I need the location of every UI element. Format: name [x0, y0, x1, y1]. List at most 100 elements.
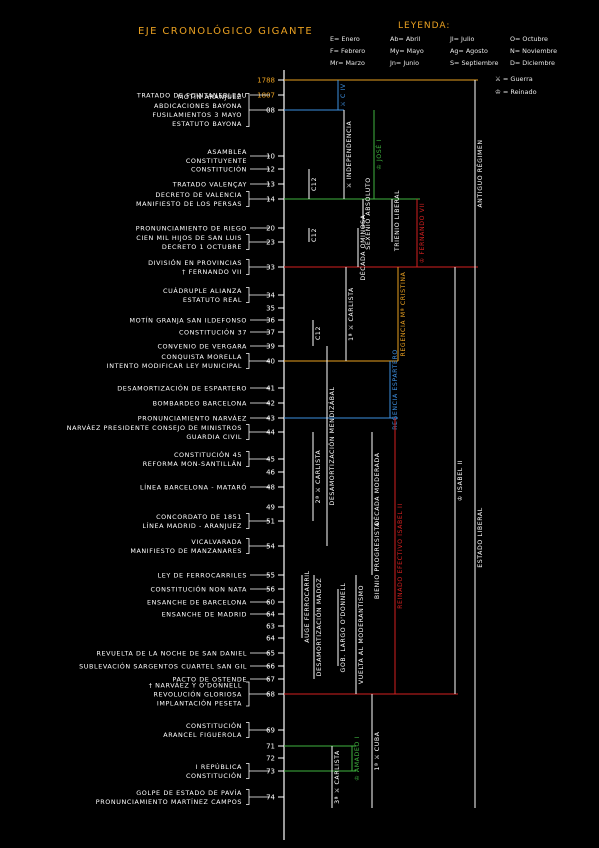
year-label: 23 [266, 238, 275, 246]
period-label: C12 [311, 228, 318, 242]
event-label: PRONUNCIAMIENTO NARVÁEZ [138, 413, 247, 422]
year-label: 67 [266, 675, 275, 683]
event-label: CONQUISTA MORELLA [161, 353, 242, 361]
period-label: DESAMORTIZACIÓN MENDIZÁBAL [327, 386, 336, 505]
year-label: 39 [266, 342, 275, 350]
event-label: BOMBARDEO BARCELONA [153, 399, 247, 407]
year-label: 41 [266, 384, 275, 392]
event-label: PACTO DE OSTENDE [173, 675, 248, 683]
event-label: LÍNEA MADRID - ARANJUEZ [142, 521, 242, 530]
event-label: TRATADO VALENÇAY [172, 180, 247, 188]
period-label: GOB. LARGO O'DONNELL [340, 583, 347, 673]
period-label: TRIENIO LIBERAL [394, 190, 401, 252]
event-label: DESAMORTIZACIÓN DE ESPARTERO [117, 383, 247, 392]
year-label: 68 [266, 690, 275, 698]
year-label: 1788 [257, 76, 275, 84]
event-label: CONSTITUCIÓN [186, 721, 242, 730]
period-label: ESTADO LIBERAL [477, 507, 484, 568]
event-label: CUÁDRUPLE ALIANZA [163, 286, 242, 295]
event-label: CONSTITUCIÓN 37 [179, 327, 247, 336]
period-label: REGENCIA ESPARTERO [392, 349, 399, 430]
event-bracket [246, 513, 250, 529]
period-label: ♔ AMADEO I [354, 736, 361, 781]
event-label: MANIFIESTO DE MANZANARES [130, 547, 242, 555]
legend-month: Jl= Julio [450, 35, 475, 43]
event-label: IMPLANTACIÓN PESETA [157, 698, 242, 707]
event-label: MOTÍN ARANJUEZ [178, 92, 242, 101]
legend-month: N= Noviembre [510, 47, 558, 55]
legend-month: Ag= Agosto [450, 47, 488, 55]
event-label: SUBLEVACIÓN SARGENTOS CUARTEL SAN GIL [79, 661, 247, 670]
event-label: ARANCEL FIGUEROLA [163, 731, 242, 739]
year-label: 33 [266, 263, 275, 271]
event-label: ENSANCHE DE MADRID [162, 610, 247, 618]
event-label: CONCORDATO DE 1851 [156, 513, 242, 521]
event-label: CONSTITUYENTE [186, 157, 247, 165]
event-label: FUSILAMIENTOS 3 MAYO [152, 111, 242, 119]
event-label: PRONUNCIAMIENTO MARTÍNEZ CAMPOS [96, 797, 242, 806]
year-label: 69 [266, 726, 275, 734]
year-label: 60 [266, 598, 275, 606]
period-label: DÉCADA OMINOSA [358, 214, 367, 280]
event-label: CONSTITUCIÓN [191, 164, 247, 173]
year-label: 34 [266, 291, 275, 299]
year-label: 20 [266, 224, 275, 232]
period-label: ⚔ C IV [340, 83, 347, 107]
year-label: 56 [266, 585, 275, 593]
legend-month: O= Octubre [510, 35, 548, 43]
year-label: 66 [266, 662, 275, 670]
year-label: 51 [266, 517, 275, 525]
period-label: ⚔ INDEPENDENCIA [346, 121, 353, 189]
year-label: 71 [266, 742, 275, 750]
legend-title: Leyenda: [398, 21, 451, 31]
period-label: AUGE FERROCARRIL [304, 570, 311, 642]
period-label: BIENIO PROGRESISTA [374, 522, 381, 599]
period-label: REGENCIA Mª CRISTINA [400, 271, 407, 356]
event-label: I REPÚBLICA [196, 762, 242, 771]
period-label: VUELTA AL MODERANTISMO [358, 585, 365, 684]
year-label: 63 [266, 622, 275, 630]
event-bracket [246, 353, 250, 369]
event-label: INTENTO MODIFICAR LEY MUNICIPAL [107, 362, 242, 370]
event-label: LÍNEA BARCELONA - MATARÓ [140, 482, 247, 491]
event-label: CONSTITUCIÓN NON NATA [150, 584, 247, 593]
event-label: REVUELTA DE LA NOCHE DE SAN DANIEL [97, 649, 248, 657]
year-label: 45 [266, 455, 275, 463]
year-label: 08 [266, 106, 275, 114]
year-label: 13 [266, 180, 275, 188]
event-bracket [246, 538, 250, 554]
event-label: † FERNANDO VII [182, 268, 242, 276]
year-label: 40 [266, 357, 275, 365]
year-label: 37 [266, 328, 275, 336]
event-bracket [246, 722, 250, 738]
event-label: CONSTITUCIÓN [186, 771, 242, 780]
event-bracket [246, 424, 250, 440]
year-label: 42 [266, 399, 275, 407]
period-label: C12 [315, 326, 322, 340]
event-label: ABDICACIONES BAYONA [154, 102, 242, 110]
period-label: C12 [311, 177, 318, 191]
legend-month: F= Febrero [330, 47, 366, 55]
event-bracket [246, 287, 250, 303]
year-label: 64 [266, 610, 275, 618]
event-label: † NARVÁEZ Y O'DONNELL [149, 680, 242, 689]
year-label: 46 [266, 468, 275, 476]
event-label: CONVENIO DE VERGARA [157, 342, 247, 350]
year-label: 14 [266, 195, 275, 203]
legend-month: My= Mayo [390, 47, 424, 55]
period-label: ♔ ISABEL II [457, 460, 464, 501]
event-label: LEY DE FERROCARRILES [158, 571, 247, 579]
period-label: 1ª ⚔ CUBA [374, 731, 381, 770]
event-bracket [246, 259, 250, 275]
period-label: DÉCADA MODERADA [372, 452, 381, 525]
year-label: 48 [266, 483, 275, 491]
year-label: 73 [266, 767, 275, 775]
event-label: TRATADO DE FOINTANEBLEAU [136, 91, 247, 99]
period-label: REINADO EFECTIVO ISABEL II [397, 503, 404, 609]
legend-month: Ab= Abril [390, 35, 421, 43]
event-label: DIVISIÓN EN PROVINCIAS [148, 258, 242, 267]
event-label: REFORMA MON-SANTILLÁN [143, 459, 242, 468]
event-bracket [246, 451, 250, 467]
event-bracket [246, 681, 250, 707]
